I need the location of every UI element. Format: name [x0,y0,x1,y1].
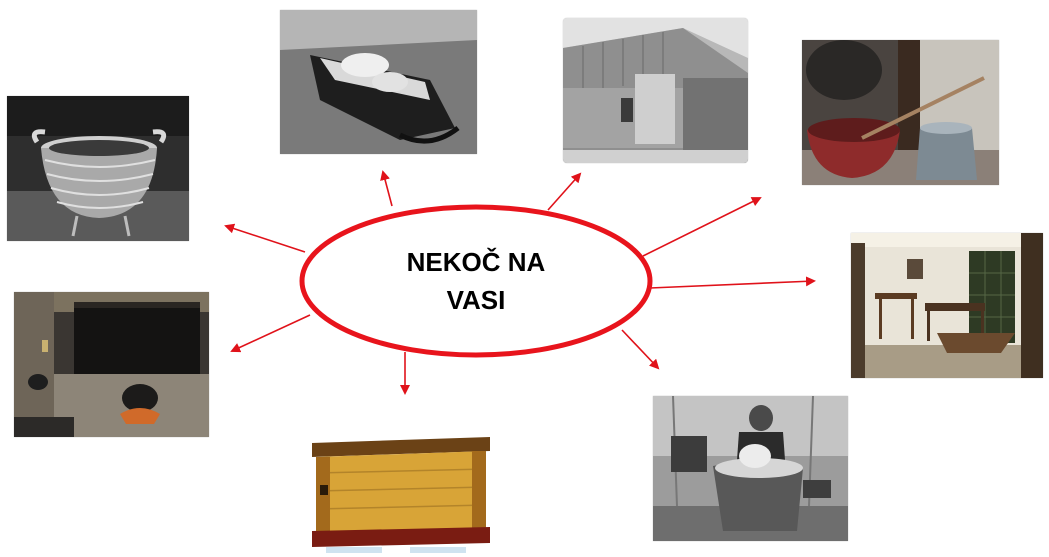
arrow-to-basket [224,223,306,253]
arrow-to-pots [642,197,762,257]
arrow-to-house [547,172,582,211]
arrow-to-washtub [621,329,660,370]
arrow-to-room [649,276,816,289]
photo-stone-house [563,18,748,163]
arrow-to-fireplace [230,314,311,353]
photo-cradle [280,10,477,154]
photo-washtub [653,396,848,541]
photo-wooden-chest [306,427,492,557]
photo-fireplace [14,292,209,437]
center-title: NEKOČ NA VASI [300,205,652,357]
photo-room-stove [851,233,1043,378]
center-title-line1: NEKOČ NA [406,247,546,277]
arrow-to-cradle [380,170,393,207]
center-title-line2: VASI [446,285,506,315]
photo-wicker-basket [7,96,189,241]
center-ellipse [299,204,653,358]
photo-kitchen-pots [802,40,999,185]
